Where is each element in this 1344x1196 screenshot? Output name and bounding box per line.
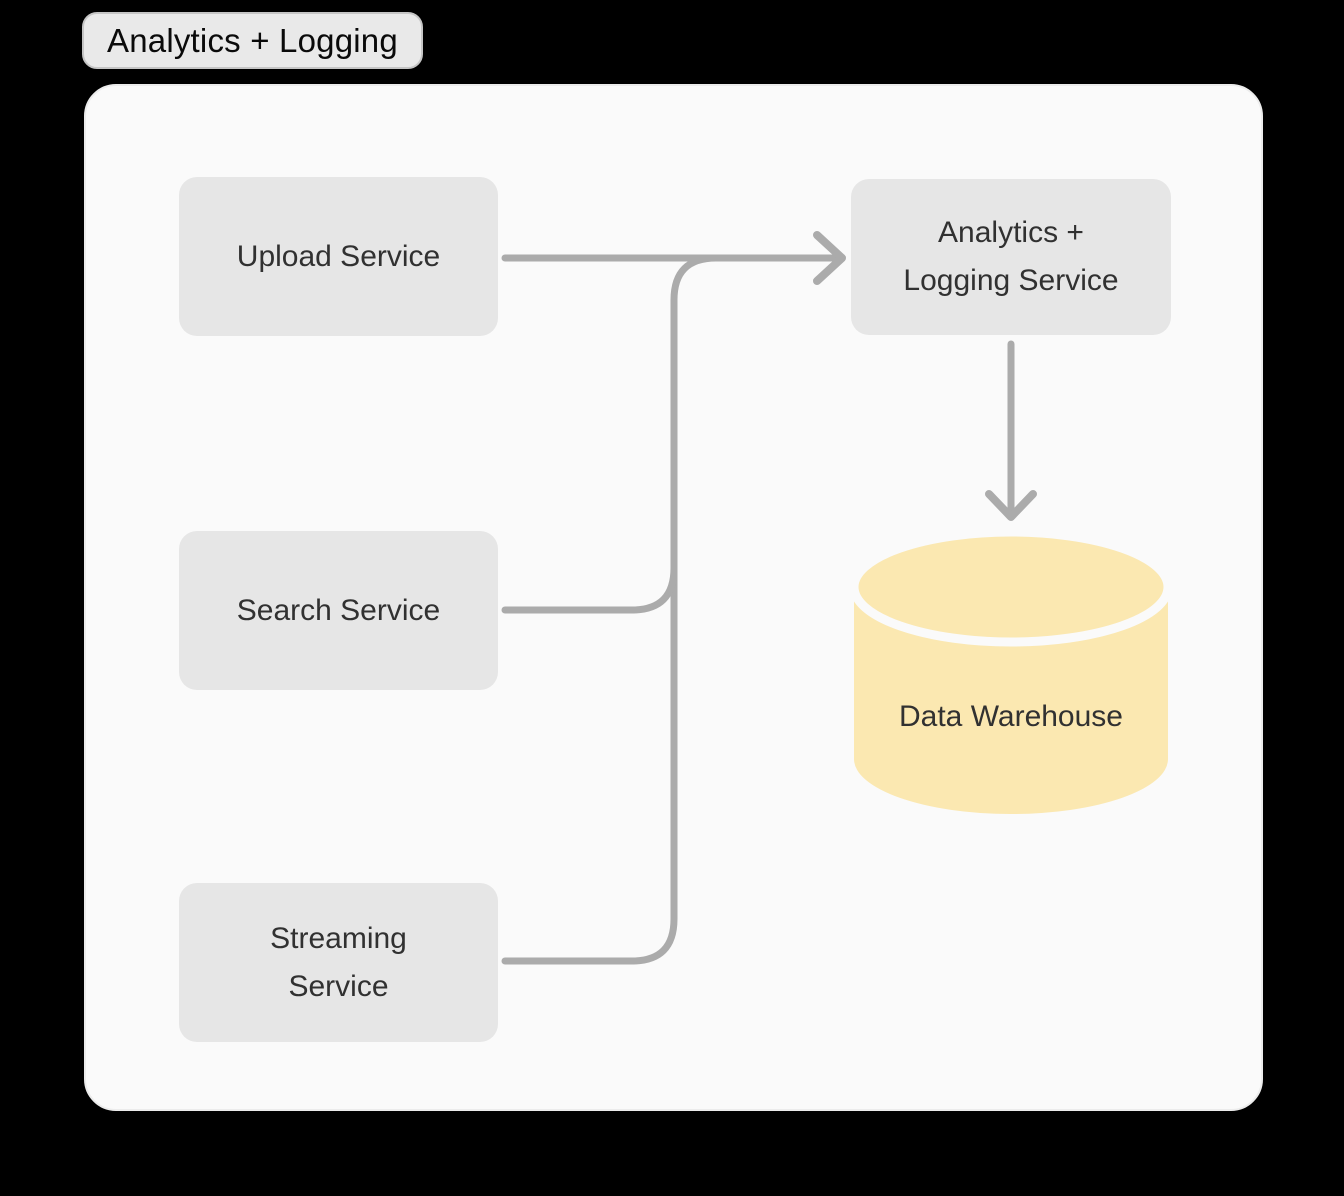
diagram-title-badge[interactable]: Analytics + Logging bbox=[82, 12, 423, 69]
node-streaming-service[interactable]: Streaming Service bbox=[179, 883, 498, 1042]
node-analytics-logging-service-label-line2: Logging Service bbox=[903, 264, 1119, 297]
node-search-service[interactable]: Search Service bbox=[179, 531, 498, 690]
data-warehouse-cylinder[interactable] bbox=[849, 527, 1173, 814]
diagram-canvas: Upload Service Search Service Streaming … bbox=[84, 84, 1263, 1111]
node-analytics-logging-service[interactable]: Analytics + Logging Service bbox=[851, 179, 1171, 335]
arrow-down-icon bbox=[985, 490, 1037, 521]
node-streaming-service-label-line1: Streaming bbox=[270, 921, 407, 955]
cylinder-top-ellipse bbox=[849, 527, 1173, 647]
node-analytics-logging-service-label-line1: Analytics + bbox=[938, 216, 1084, 249]
node-upload-service-label: Upload Service bbox=[236, 239, 441, 273]
node-search-service-label: Search Service bbox=[236, 593, 441, 627]
node-upload-service[interactable]: Upload Service bbox=[179, 177, 498, 336]
node-streaming-service-label-line2: Service bbox=[288, 969, 389, 1003]
connector-layer bbox=[501, 231, 1173, 965]
edge-search-to-analytics bbox=[501, 564, 678, 614]
data-warehouse-label: Data Warehouse bbox=[898, 700, 1123, 733]
cylinder-body bbox=[854, 587, 1168, 814]
arrow-right-icon bbox=[813, 231, 846, 285]
